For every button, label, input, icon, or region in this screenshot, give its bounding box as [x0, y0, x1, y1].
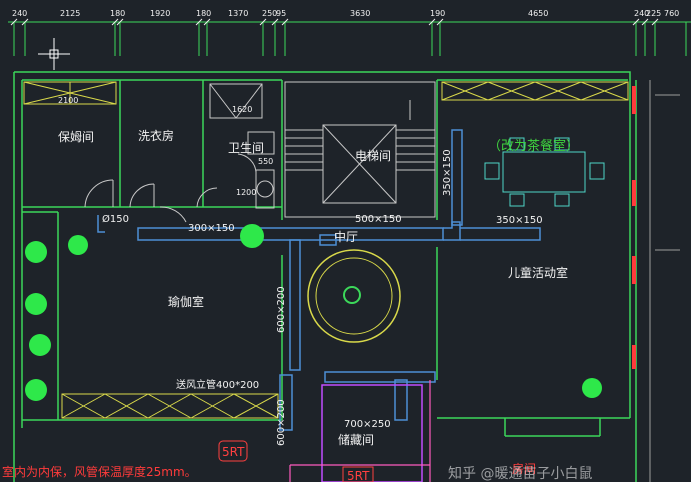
duct-label-600x200: 600×200	[276, 286, 287, 333]
elevator-core	[284, 81, 436, 218]
top-dimension-chain	[8, 21, 691, 56]
dim-1370: 1370	[228, 9, 248, 18]
doors	[84, 153, 257, 223]
dim-250: 250	[262, 9, 277, 18]
storage-outline	[321, 384, 423, 482]
dim-760: 760	[664, 9, 679, 18]
room-study: 房间	[512, 461, 536, 476]
room-storage: 储藏间	[338, 432, 374, 447]
dim-190: 190	[430, 9, 445, 18]
red-markers	[632, 86, 636, 369]
dim-240-b: 240	[634, 9, 649, 18]
dim-550: 550	[258, 157, 273, 166]
duct-label-300x150: 300×150	[188, 223, 235, 234]
room-bathroom: 卫生间	[228, 141, 264, 155]
dim-3630: 3630	[350, 9, 370, 18]
hall-round-table	[307, 249, 401, 343]
duct-label-riser: 送风立管400*200	[176, 378, 259, 391]
plants	[25, 224, 602, 401]
tag-5rt-1-label: 5RT	[222, 445, 245, 459]
room-nanny: 保姆间	[58, 130, 94, 144]
dim-4650: 4650	[528, 9, 548, 18]
top-window-left	[23, 81, 117, 105]
room-elevator: 电梯间	[355, 149, 391, 163]
dim-225: 225	[646, 9, 661, 18]
duct-label-350x150-vert: 350×150	[442, 149, 453, 196]
dim-180: 180	[110, 9, 125, 18]
top-window-right	[441, 81, 629, 101]
tag-5rt-2: 5RT	[342, 466, 374, 482]
insulation-note: 室内为内保，风管保温厚度25mm。	[2, 464, 197, 479]
tag-5rt-1: 5RT	[218, 440, 248, 462]
dim-95: 95	[276, 9, 286, 18]
dim-2100: 2100	[58, 96, 78, 105]
bathroom-fixtures	[209, 83, 275, 209]
dim-1200: 1200	[236, 188, 256, 197]
dim-1620: 1620	[232, 105, 252, 114]
right-balcony	[649, 80, 680, 482]
dim-1920: 1920	[150, 9, 170, 18]
dim-2125: 2125	[60, 9, 80, 18]
room-kids: 儿童活动室	[508, 265, 568, 280]
room-hall: 中厅	[334, 229, 358, 244]
duct-label-600x200-b: 600×200	[276, 399, 287, 446]
dining-table	[484, 137, 605, 207]
room-tea: （改为茶餐室）	[488, 138, 579, 154]
walls	[13, 71, 637, 482]
duct-label-350x150: 350×150	[496, 215, 543, 226]
dim-240: 240	[12, 9, 27, 18]
room-yoga: 瑜伽室	[168, 294, 204, 309]
bottom-window-yoga	[61, 393, 279, 419]
duct-label-500x150: 500×150	[355, 214, 402, 225]
room-laundry: 洗衣房	[138, 128, 174, 143]
duct-label-d150: Ø150	[102, 213, 129, 225]
duct-label-700x250: 700×250	[344, 419, 391, 430]
crosshair-cursor-icon	[38, 38, 70, 70]
top-dimension-ticks	[10, 18, 659, 26]
duct-network	[97, 129, 541, 431]
tag-5rt-2-label: 5RT	[347, 469, 370, 482]
dim-180-b: 180	[196, 9, 211, 18]
partition-lines	[289, 380, 431, 482]
watermark: 知乎 @暖通苗子小白鼠	[448, 465, 592, 482]
